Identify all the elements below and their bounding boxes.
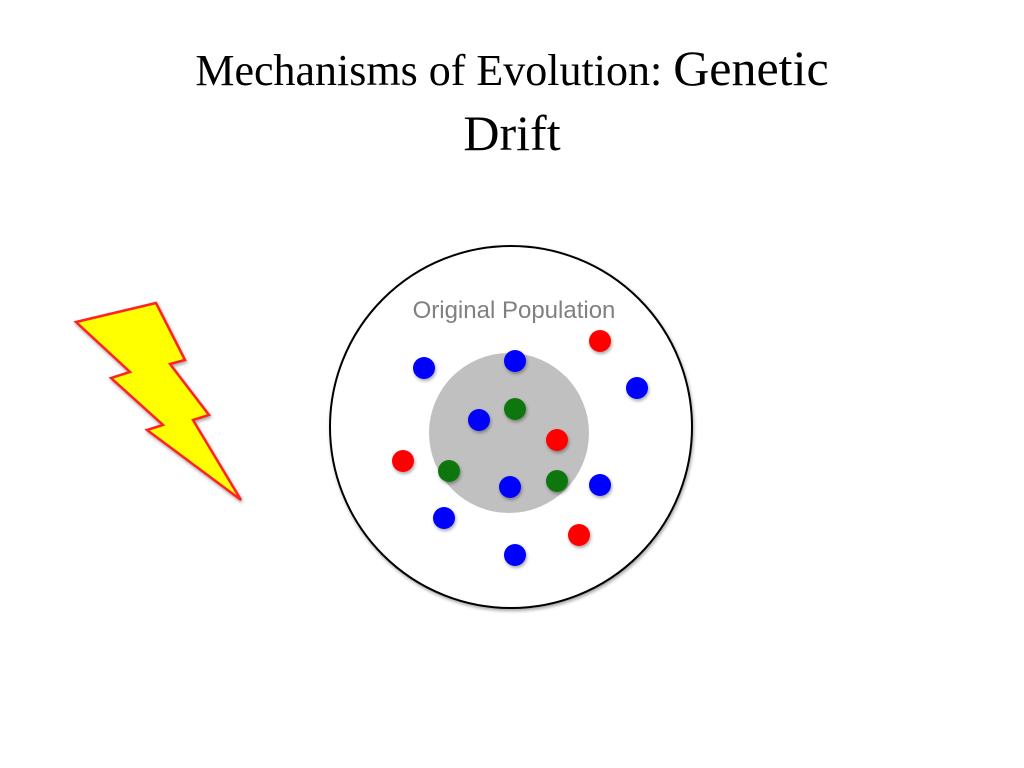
- individual-red-dot: [589, 330, 611, 352]
- individual-blue-dot: [499, 476, 521, 498]
- individual-blue-dot: [626, 377, 648, 399]
- title-part-2: Genetic: [673, 40, 829, 96]
- individuals-group: [392, 330, 648, 566]
- individual-blue-dot: [468, 409, 490, 431]
- slide-title: Mechanisms of Evolution: Genetic Drift: [0, 42, 1024, 159]
- lightning-bolt-icon: [73, 301, 243, 502]
- sample-area: [429, 353, 589, 513]
- individual-green-dot: [438, 460, 460, 482]
- individual-red-dot: [392, 450, 414, 472]
- individual-green-dot: [504, 398, 526, 420]
- population-label: Original Population: [413, 297, 616, 324]
- individual-blue-dot: [504, 544, 526, 566]
- individual-green-dot: [546, 470, 568, 492]
- individual-blue-dot: [589, 474, 611, 496]
- individual-blue-dot: [413, 357, 435, 379]
- individual-red-dot: [546, 429, 568, 451]
- individual-blue-dot: [504, 350, 526, 372]
- individual-red-dot: [568, 524, 590, 546]
- title-part-1: Mechanisms of Evolution:: [195, 46, 674, 95]
- title-line-2: Drift: [463, 105, 561, 161]
- individual-blue-dot: [433, 507, 455, 529]
